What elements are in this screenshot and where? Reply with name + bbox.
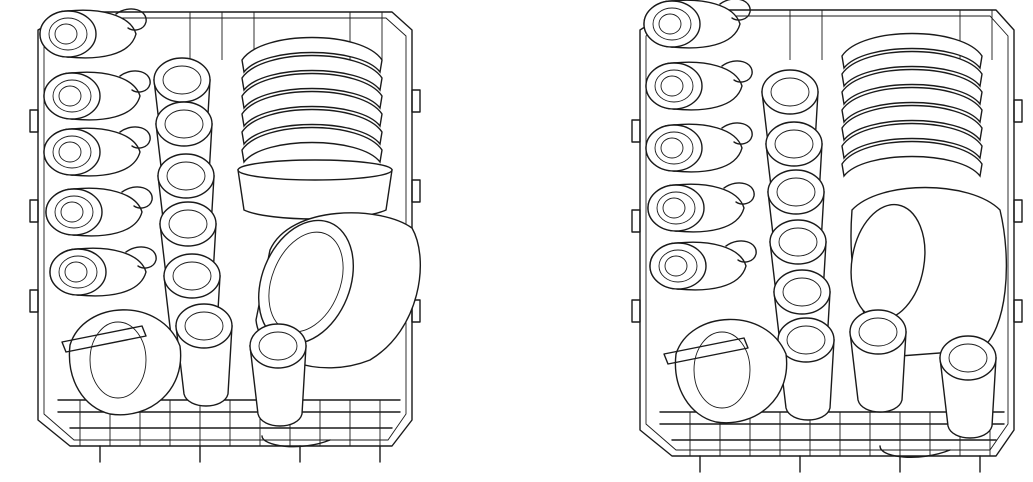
cups-left [39,8,157,297]
basket-frame-right [631,9,1023,473]
saucer-left [68,309,182,416]
rack-clip-right [663,337,749,365]
rack-panel-left [29,8,422,463]
bowl-left [237,159,393,220]
rack-clip-left [61,325,147,353]
cups-right [643,0,757,291]
saucer-right [674,318,788,424]
rack-panel-right [631,0,1023,473]
plates-left [241,36,383,163]
large-plate-left [255,212,422,369]
plates-right [841,32,983,177]
